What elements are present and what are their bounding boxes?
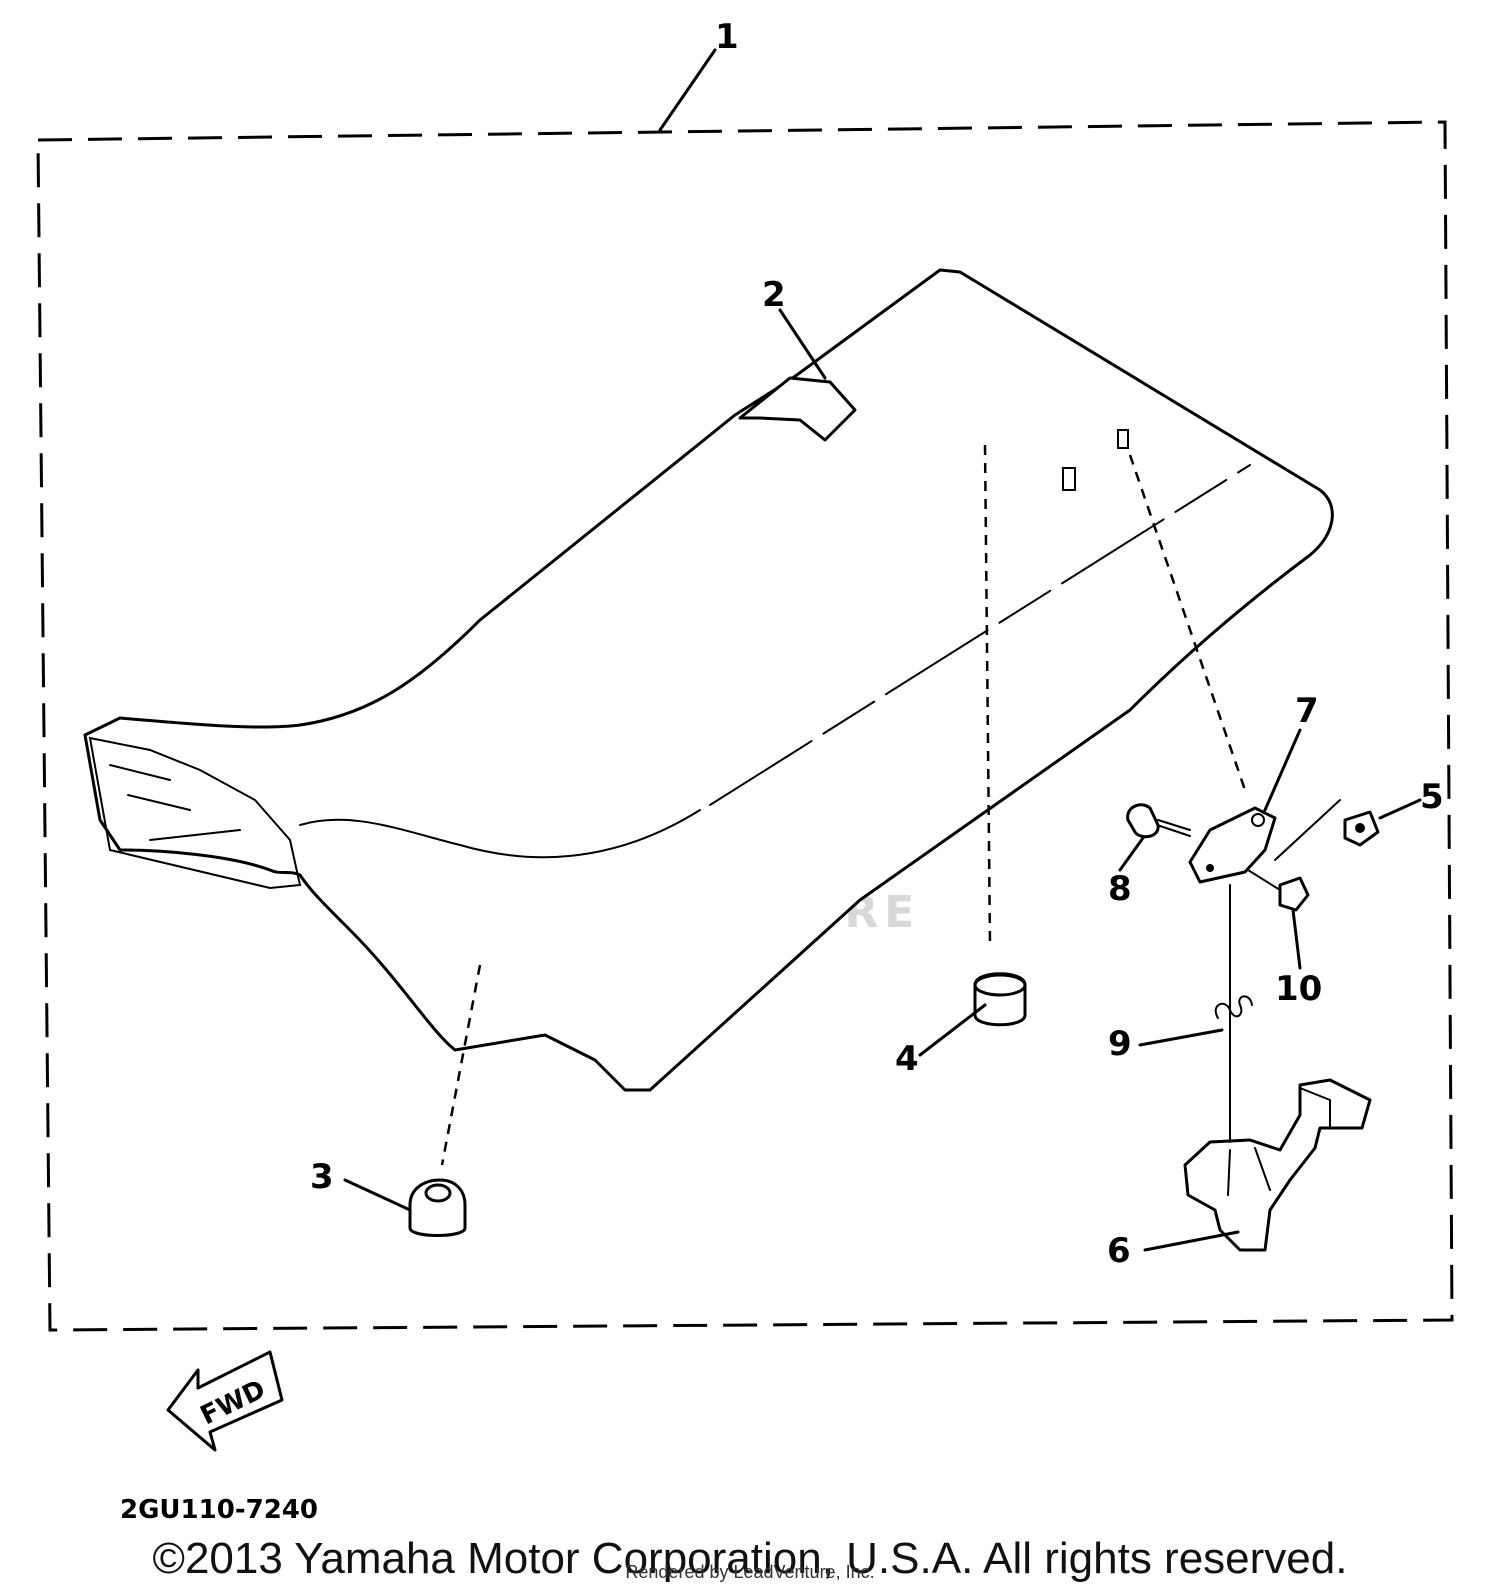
- copyright-notice: ©2013 Yamaha Motor Corporation, U.S.A. A…: [152, 1534, 1348, 1583]
- leader-3: [343, 1178, 412, 1212]
- part-7-bracket: [1188, 806, 1277, 884]
- part-9-spring: [1214, 995, 1253, 1019]
- callout-4: 4: [895, 1039, 919, 1079]
- hidden-line-7: [1128, 454, 1247, 791]
- callout-6: 6: [1107, 1231, 1131, 1271]
- diagram-code: 2GU110-7240: [120, 1495, 318, 1525]
- fwd-arrow-icon: FWD: [166, 1350, 284, 1452]
- callout-1: 1: [715, 17, 739, 57]
- leader-5: [1378, 798, 1422, 820]
- leader-4: [918, 1003, 987, 1057]
- leader-10: [1291, 908, 1302, 970]
- part-10-nut: [1278, 876, 1310, 912]
- part-6-latch: [1183, 1078, 1372, 1252]
- callout-2: 2: [762, 275, 786, 315]
- part-5-nut: [1343, 810, 1380, 847]
- callout-3: 3: [310, 1157, 334, 1197]
- leader-2: [778, 308, 827, 380]
- part-8-bolt: [1126, 803, 1191, 839]
- callout-10: 10: [1275, 969, 1322, 1009]
- hidden-line-3: [440, 964, 482, 1166]
- leader-8: [1118, 836, 1145, 872]
- callout-7: 7: [1295, 691, 1319, 731]
- leader-7: [1263, 728, 1302, 812]
- rendered-by-notice: Rendered by LeadVenture, Inc.: [625, 1562, 875, 1582]
- hidden-line-4: [983, 444, 992, 946]
- part-4-damper: [973, 972, 1027, 1027]
- leader-6: [1143, 1230, 1240, 1252]
- assembly-boundary-box: [36, 120, 1454, 1332]
- part-3-damper: [408, 1178, 467, 1237]
- leader-1: [658, 48, 717, 132]
- guide-5: [1274, 799, 1341, 861]
- guide-10: [1247, 869, 1281, 891]
- callout-5: 5: [1420, 777, 1444, 817]
- callout-9: 9: [1108, 1024, 1132, 1064]
- leader-9: [1138, 1028, 1224, 1047]
- seat-assembly: [83, 268, 1334, 1092]
- callout-8: 8: [1108, 869, 1132, 909]
